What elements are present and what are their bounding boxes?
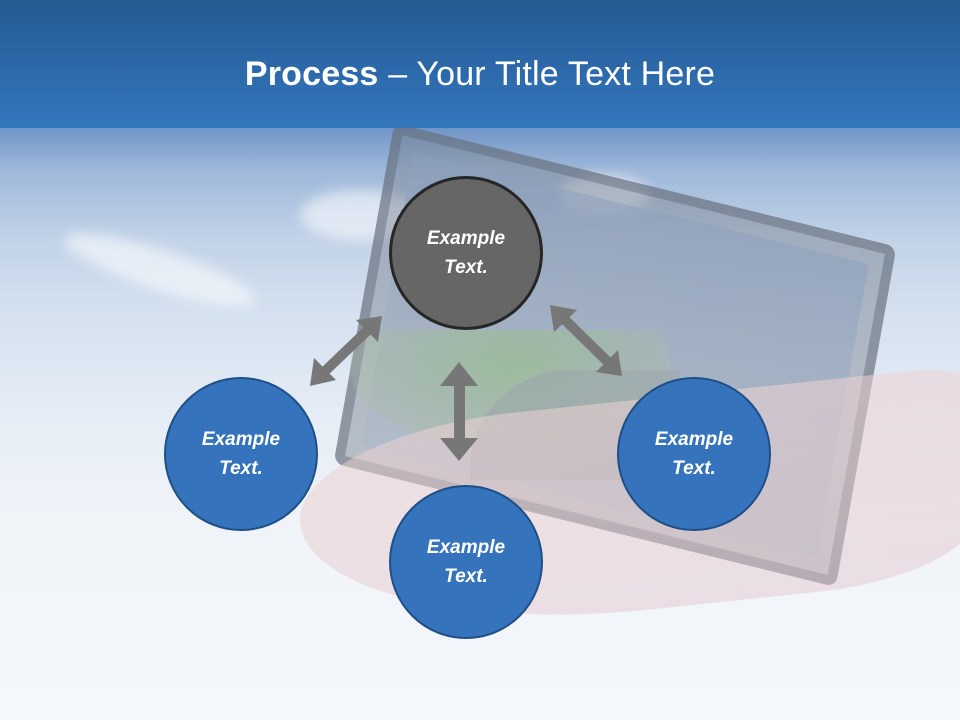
node-text-line2: Text. (444, 257, 488, 278)
title-band (0, 0, 960, 128)
node-text-line2: Text. (444, 566, 488, 587)
process-node-right[interactable]: Example Text. (617, 377, 771, 531)
title-bold-part: Process (244, 55, 379, 93)
process-node-bottom[interactable]: Example Text. (389, 485, 543, 639)
node-text-line1: Example (426, 537, 506, 558)
node-text-line2: Text. (219, 458, 263, 479)
node-text-line2: Text. (672, 458, 716, 479)
process-node-top[interactable]: Example Text. (389, 176, 543, 330)
title-regular-part: – Your Title Text Here (378, 55, 716, 93)
process-node-left[interactable]: Example Text. (164, 377, 318, 531)
node-text-line1: Example (426, 228, 506, 249)
node-text-line1: Example (654, 429, 734, 450)
node-text-line1: Example (201, 429, 281, 450)
slide-title[interactable]: Process – Your Title Text Here (0, 52, 960, 96)
